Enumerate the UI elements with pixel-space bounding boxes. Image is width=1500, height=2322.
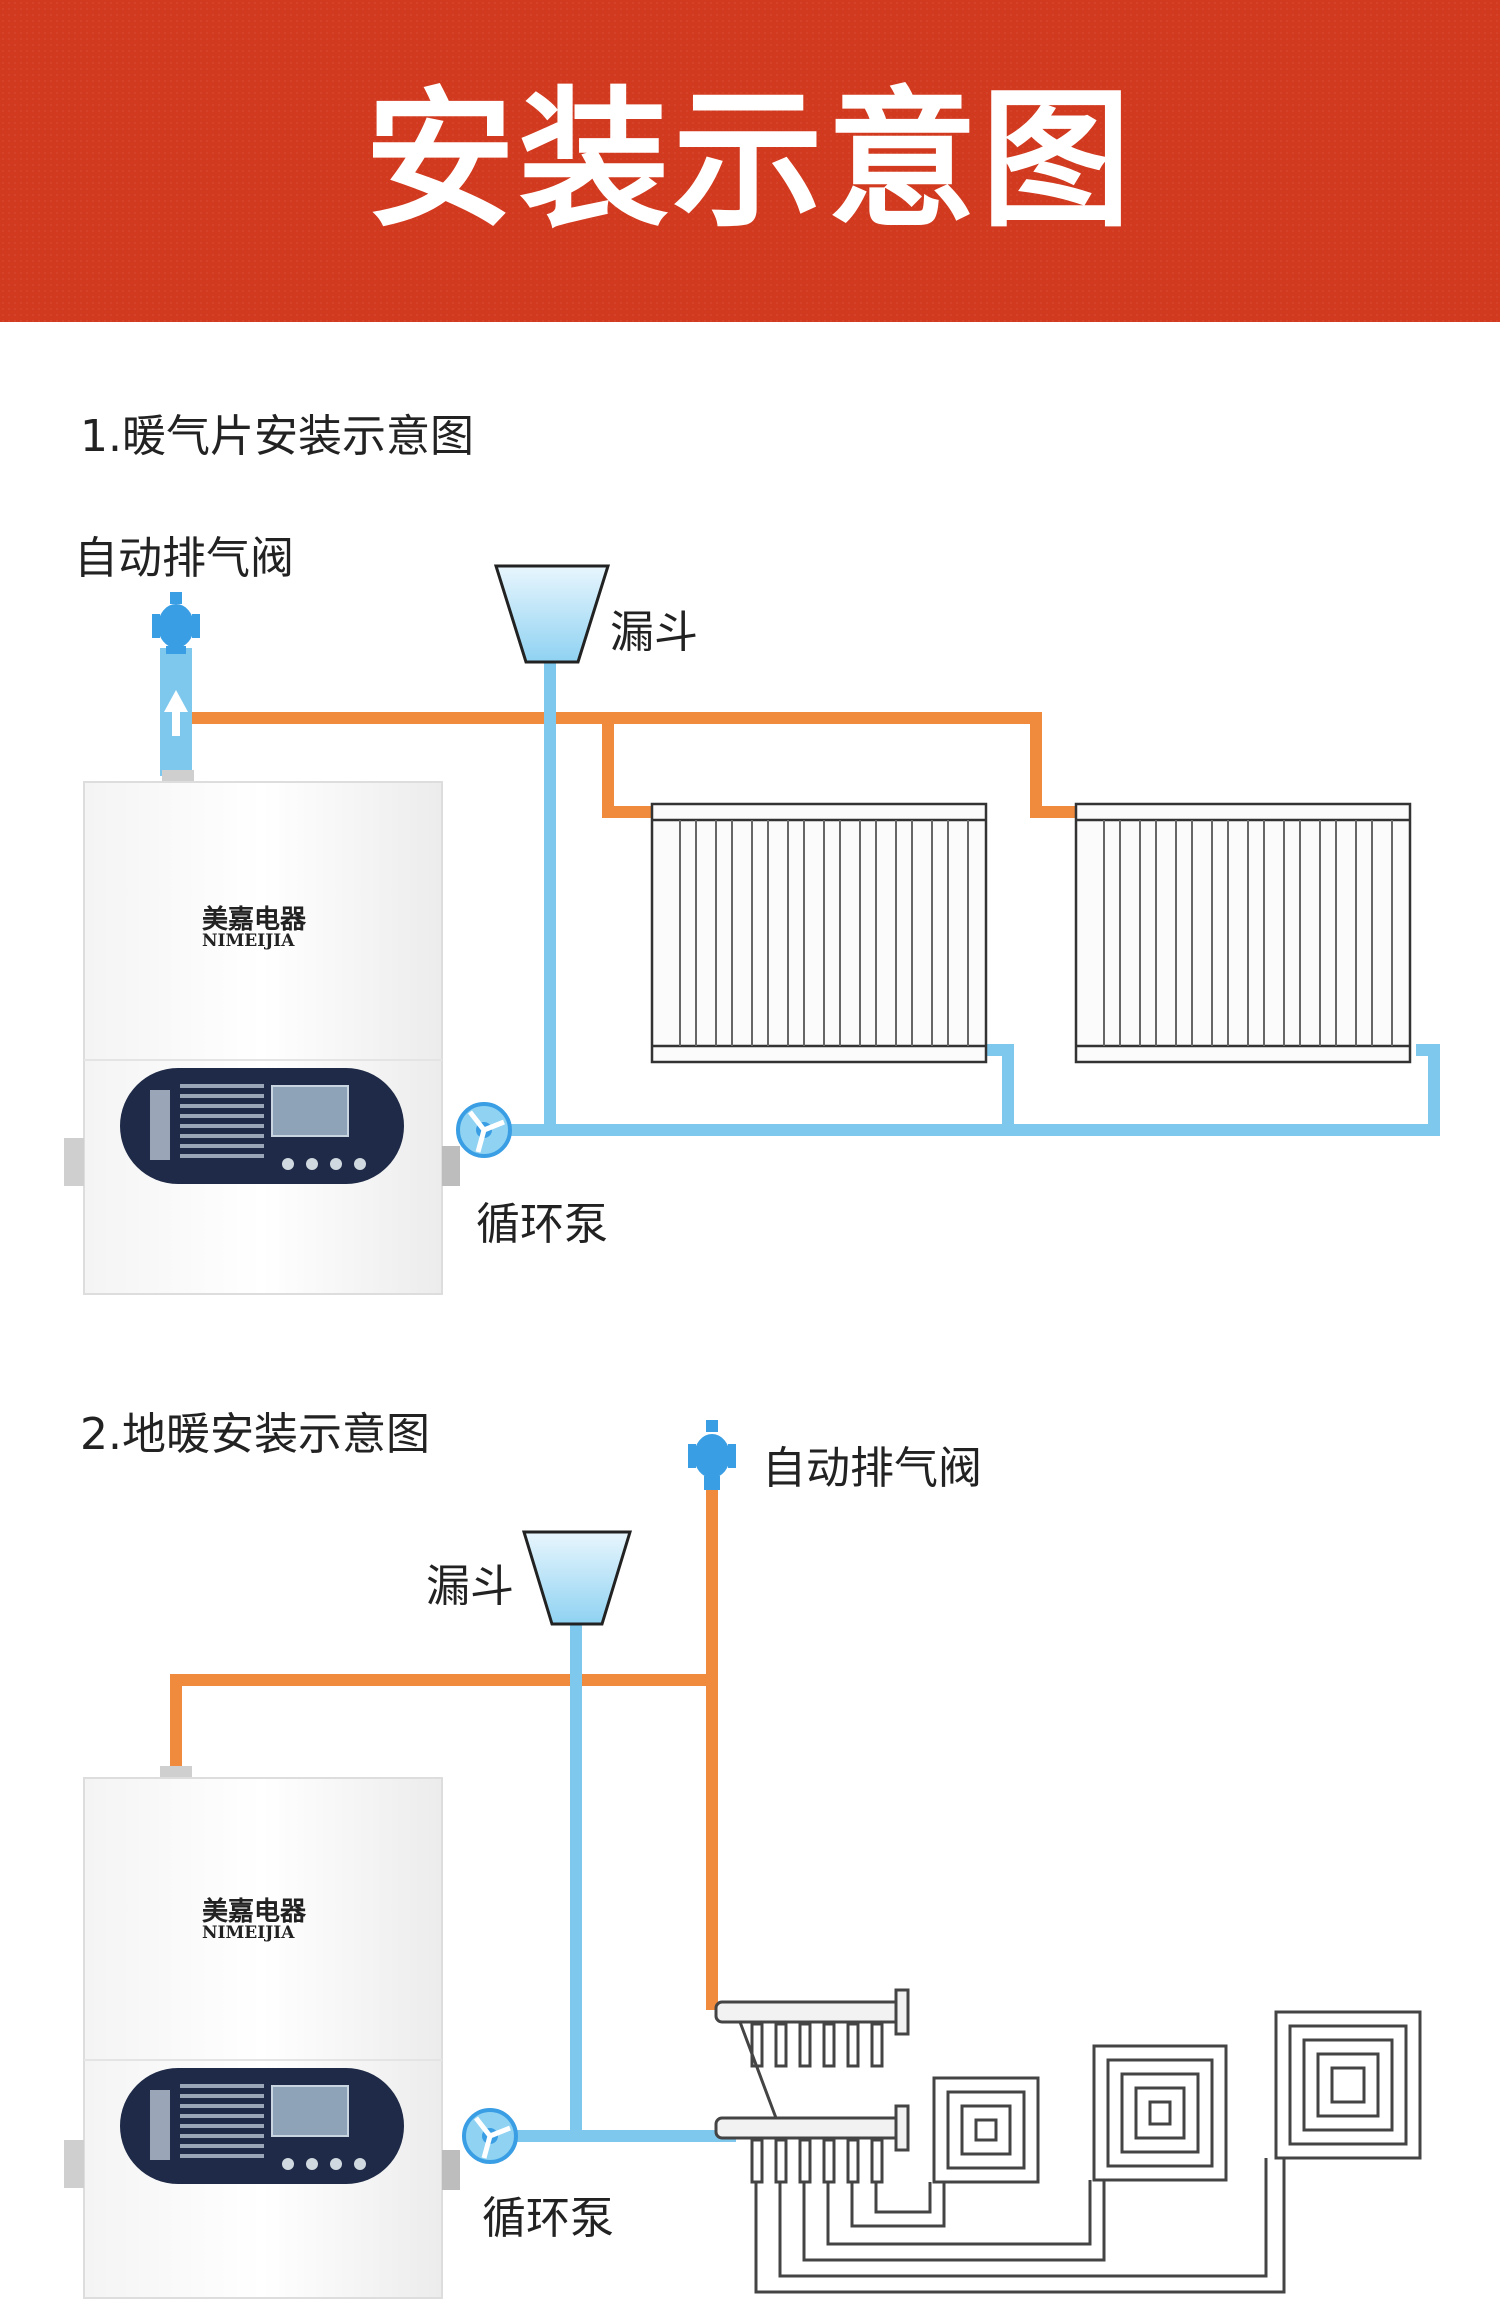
section-1-title: 1.暖气片安装示意图 — [80, 411, 474, 462]
cold-return-pipes — [490, 1620, 736, 2142]
pump-icon — [462, 2108, 518, 2164]
section-2-diagram: 美嘉电器 NIMEIJIA — [64, 1420, 1422, 2299]
section-1-diagram: 美嘉电器 NIMEIJIA — [64, 564, 1440, 1295]
air-valve-icon — [688, 1420, 736, 1490]
flow-arrow-icon — [164, 690, 188, 736]
label-pump: 循环泵 — [476, 1199, 608, 1250]
air-valve-icon — [152, 592, 200, 654]
label-pump: 循环泵 — [482, 2193, 614, 2244]
hot-supply-pipes — [170, 1490, 718, 2010]
header-banner — [0, 0, 1500, 322]
floor-heating-coils — [754, 2010, 1422, 2294]
boiler-unit-1: 美嘉电器 NIMEIJIA — [64, 770, 460, 1295]
label-air-valve: 自动排气阀 — [74, 533, 294, 584]
brand-logo-en: NIMEIJIA — [202, 1923, 295, 1943]
cold-return-pipes — [478, 660, 1440, 1136]
funnel-icon — [493, 564, 611, 664]
manifold — [714, 1988, 910, 2184]
pump-icon — [456, 1102, 512, 1158]
hot-supply-pipes — [192, 712, 1076, 818]
brand-logo: 美嘉电器 — [202, 904, 307, 935]
label-air-valve: 自动排气阀 — [762, 1443, 982, 1494]
lcd-screen — [271, 1085, 349, 1137]
lcd-screen — [271, 2085, 349, 2137]
brand-logo: 美嘉电器 — [202, 1896, 307, 1927]
label-funnel: 漏斗 — [610, 607, 698, 658]
boiler-unit-2: 美嘉电器 NIMEIJIA — [64, 1766, 460, 2299]
radiator-2 — [1074, 802, 1412, 1064]
radiator-1 — [650, 802, 988, 1064]
section-2-title: 2.地暖安装示意图 — [80, 1409, 430, 1460]
brand-logo-en: NIMEIJIA — [202, 931, 295, 951]
label-funnel: 漏斗 — [426, 1561, 514, 1612]
page-title: 安装示意图 — [364, 74, 1135, 248]
funnel-icon — [521, 1530, 633, 1626]
